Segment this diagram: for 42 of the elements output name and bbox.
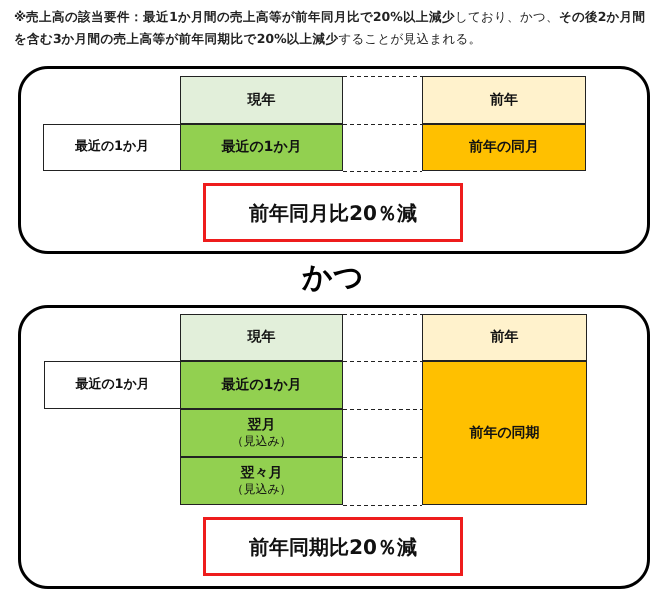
table-cell	[180, 457, 343, 505]
cell-text: 前年の同月	[469, 138, 539, 157]
table-header-cell	[422, 76, 586, 124]
table-cell	[422, 124, 586, 171]
table-cell	[422, 361, 587, 505]
cell-text: 前年同月比20％減	[249, 200, 417, 226]
cell-text: 翌々月	[240, 464, 282, 482]
note-text: ※売上高の該当要件：最近1か月間の売上高等が前年同月比で20%以上減少しており、かつ、その後2か月間を含む3か月間の売上高等が前年同期比で20%以上減少することが見込まれる。	[14, 8, 646, 48]
cell-text: 最近の1か月	[222, 138, 302, 157]
dashed-connector	[342, 409, 422, 410]
cell-text: 最近の1か月	[74, 139, 150, 156]
row-label-cell	[43, 124, 180, 171]
table-cell	[180, 124, 343, 171]
result-box	[203, 517, 463, 576]
table-header-cell	[422, 314, 587, 361]
cell-text: 前年の同期	[470, 424, 540, 442]
cell-text: 前年	[490, 328, 518, 347]
row-label-cell	[44, 361, 180, 409]
result-box	[203, 183, 463, 242]
dashed-connector	[342, 457, 422, 458]
dashed-connector	[342, 171, 422, 172]
dashed-connector	[342, 314, 422, 315]
table-header-cell	[180, 314, 343, 361]
cell-note: （見込み）	[232, 482, 292, 498]
cell-text: 現年	[248, 90, 276, 110]
cell-text: 最近の1か月	[222, 376, 302, 394]
dashed-connector	[342, 361, 422, 362]
cell-text: 翌月	[248, 416, 276, 434]
table-header-cell	[180, 76, 343, 124]
table-cell	[180, 361, 343, 409]
cell-text: 前年	[490, 90, 518, 110]
cell-note: （見込み）	[232, 434, 292, 450]
table-cell	[180, 409, 343, 457]
panel-frame	[18, 305, 650, 589]
cell-text: 現年	[248, 328, 276, 347]
cell-text: 最近の1か月	[75, 376, 150, 394]
dashed-connector	[342, 505, 422, 506]
cell-text: 前年同期比20％減	[249, 534, 417, 560]
panel-frame	[18, 66, 650, 254]
dashed-connector	[342, 76, 422, 77]
dashed-connector	[342, 124, 422, 125]
connector-word: かつ	[301, 260, 365, 296]
